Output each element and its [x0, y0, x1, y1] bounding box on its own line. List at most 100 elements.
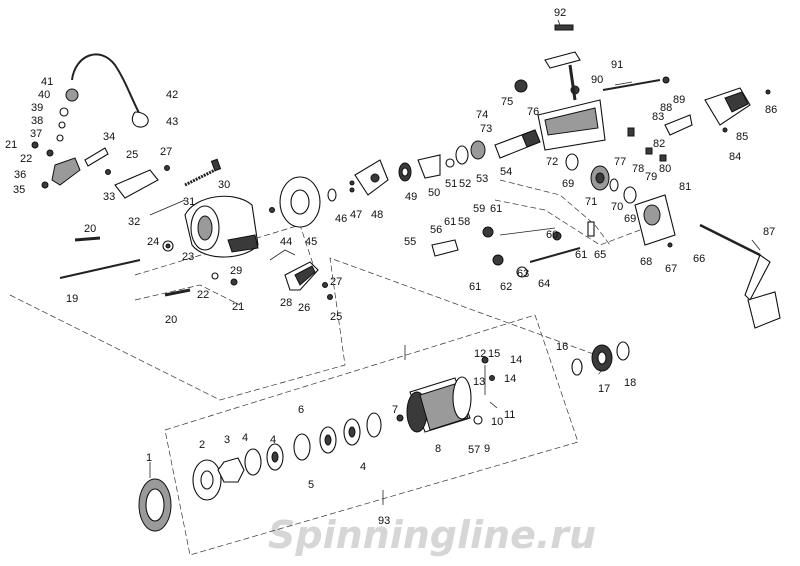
spool-rear-skirt: [452, 376, 472, 420]
gear-group-outline-2: [494, 199, 641, 246]
screw-44: [269, 207, 275, 213]
callout-46: 46: [335, 213, 347, 225]
rotor-hub: [197, 215, 213, 241]
callout-2: 2: [199, 439, 205, 451]
arm-cover-26-dark: [294, 265, 316, 286]
callout-30: 30: [218, 179, 230, 191]
callout-60: 60: [546, 229, 558, 241]
callout-47: 47: [350, 209, 362, 221]
callout-61c: 61: [469, 281, 481, 293]
callout-23: 23: [182, 251, 194, 263]
screw-84: [722, 127, 728, 133]
screw-82: [627, 127, 635, 137]
body-assembly: [349, 24, 781, 329]
bushing-39: [59, 107, 69, 117]
key-20a: [74, 236, 101, 242]
drag-knob-center: [145, 488, 165, 522]
clicker-spring: [489, 375, 495, 381]
bail-holder-43: [131, 111, 149, 128]
line-roller-40: [65, 88, 79, 102]
callout-85: 85: [736, 131, 748, 143]
callout-38: 38: [31, 115, 43, 127]
washer-4a: [244, 448, 262, 476]
callout-5: 5: [308, 479, 314, 491]
washer-16: [571, 358, 583, 376]
callout-4c: 4: [360, 461, 366, 473]
callout-25b: 25: [330, 311, 342, 323]
callout-39: 39: [31, 102, 43, 114]
bail-group-outline: [134, 284, 241, 306]
nut-3: [217, 457, 245, 483]
bearing-49-hole: [401, 167, 409, 177]
drag-gear-17-hub: [597, 351, 607, 365]
callout-4a: 4: [242, 432, 248, 444]
callout-62: 62: [500, 281, 512, 293]
washer-5b-hole: [324, 434, 332, 446]
callout-92: 92: [554, 7, 566, 19]
callout-66: 66: [693, 253, 705, 265]
gear-75: [514, 79, 528, 93]
part-60: [552, 231, 562, 241]
arm-lever-33: [114, 169, 159, 199]
screw-67: [667, 242, 673, 248]
callout-13: 13: [473, 376, 485, 388]
callout-17: 17: [598, 383, 610, 395]
callout-29: 29: [230, 265, 242, 277]
callout-84: 84: [729, 151, 741, 163]
screw-25b: [327, 294, 333, 300]
spool-group-outline: [164, 314, 579, 556]
main-shaft-19: [59, 259, 141, 279]
callout-18: 18: [624, 377, 636, 389]
callout-4b: 4: [270, 434, 276, 446]
callout-36: 36: [14, 169, 26, 181]
reel-foot: [544, 51, 581, 69]
clutch-50: [417, 154, 441, 179]
callout-52: 52: [459, 178, 471, 190]
bracket-55: [431, 239, 459, 257]
washer-70: [609, 178, 619, 192]
spool-assembly: [138, 341, 630, 532]
bail-trip-34: [84, 147, 109, 167]
screw-21b: [230, 278, 238, 286]
washer-4c-hole: [348, 426, 356, 438]
screw-47a: [349, 180, 355, 186]
plate-48-hole: [370, 173, 380, 183]
callout-88: 88: [660, 102, 672, 114]
callout-21b: 21: [232, 301, 244, 313]
washer-4b: [293, 433, 311, 461]
rod-60: [499, 227, 556, 236]
callout-24: 24: [147, 236, 159, 248]
callout-26: 26: [298, 302, 310, 314]
callout-22b: 22: [197, 289, 209, 301]
callout-14a: 14: [510, 354, 522, 366]
callout-35: 35: [13, 184, 25, 196]
handle-arm: [744, 254, 771, 301]
leader-87: [751, 239, 761, 251]
bail-wire: [71, 53, 141, 116]
callout-56: 56: [430, 224, 442, 236]
callout-71: 71: [585, 196, 597, 208]
callout-12: 12: [474, 348, 486, 360]
handle-shaft: [699, 223, 761, 257]
callout-75: 75: [501, 96, 513, 108]
o-ring-46: [327, 188, 337, 202]
bushing-69b: [623, 186, 637, 204]
callout-27b: 27: [330, 276, 342, 288]
callout-54: 54: [500, 166, 512, 178]
callout-57: 57: [468, 444, 480, 456]
washer-2-hole: [200, 470, 214, 490]
callout-68: 68: [640, 256, 652, 268]
rod-32: [149, 199, 186, 216]
spring-31: [184, 168, 216, 187]
callout-82: 82: [653, 138, 665, 150]
callout-42: 42: [166, 89, 178, 101]
washer-51: [445, 158, 455, 168]
bushing-69a: [565, 153, 579, 171]
leader-lines: [149, 19, 761, 505]
callout-31: 31: [183, 196, 195, 208]
rotor-arm-dark: [227, 234, 259, 253]
gear-59: [482, 226, 494, 238]
screw-21a: [31, 141, 39, 149]
callout-86: 86: [765, 104, 777, 116]
